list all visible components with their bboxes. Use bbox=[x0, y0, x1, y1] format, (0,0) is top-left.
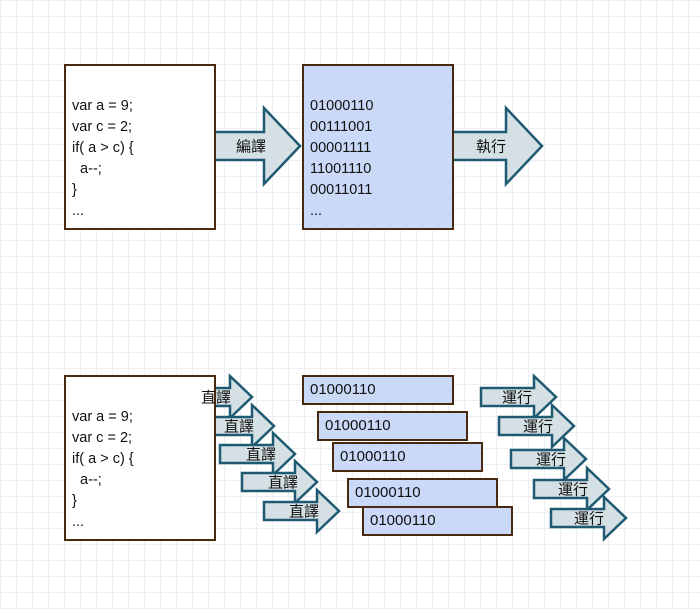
run-arrow bbox=[509, 435, 588, 483]
run-arrow bbox=[549, 494, 628, 542]
compile-arrow-label: 編譯 bbox=[235, 138, 267, 156]
source-code-line: var a = 9; bbox=[72, 409, 133, 425]
run-arrow-label: 運行 bbox=[535, 451, 567, 469]
binary-strip: 01000110 bbox=[362, 506, 513, 536]
interpret-arrow bbox=[262, 487, 341, 535]
source-code-line: if( a > c) { bbox=[72, 140, 134, 156]
binary-line: 00111001 bbox=[310, 119, 373, 135]
execute-arrow-label: 執行 bbox=[475, 138, 507, 156]
binary-line: 11001110 bbox=[310, 161, 372, 177]
source-code-box: var a = 9; var c = 2; if( a > c) { a--; … bbox=[64, 64, 216, 230]
source-code-line: } bbox=[72, 182, 77, 198]
binary-strip: 01000110 bbox=[302, 375, 454, 405]
binary-line: 00011011 bbox=[310, 182, 373, 198]
source-code-line: var c = 2; bbox=[72, 119, 133, 135]
run-arrow-label: 運行 bbox=[557, 481, 589, 499]
run-arrow-label: 運行 bbox=[573, 510, 605, 528]
binary-strip: 01000110 bbox=[347, 478, 498, 508]
source-code-line: } bbox=[72, 493, 77, 509]
interpret-arrow-label: 直譯 bbox=[223, 418, 255, 436]
binary-line: ... bbox=[310, 203, 323, 219]
source-code-line: var c = 2; bbox=[72, 430, 133, 446]
interpret-arrow-label: 直譯 bbox=[267, 474, 299, 492]
interpret-arrow bbox=[218, 430, 297, 478]
interpret-arrow-label: 直譯 bbox=[288, 503, 320, 521]
source-code-line: a--; bbox=[72, 161, 102, 177]
source-code-line: ... bbox=[72, 203, 85, 219]
interpret-arrow-label: 直譯 bbox=[245, 446, 277, 464]
binary-strip: 01000110 bbox=[317, 411, 468, 441]
binary-strip: 01000110 bbox=[332, 442, 483, 472]
source-code-box: var a = 9; var c = 2; if( a > c) { a--; … bbox=[64, 375, 216, 541]
binary-line: 00001111 bbox=[310, 140, 372, 156]
source-code-line: if( a > c) { bbox=[72, 451, 134, 467]
source-code-line: ... bbox=[72, 514, 85, 530]
run-arrow-label: 運行 bbox=[522, 418, 554, 436]
machine-code-box: 01000110 00111001 00001111 11001110 0001… bbox=[302, 64, 454, 230]
source-code-line: a--; bbox=[72, 472, 102, 488]
run-arrow-label: 運行 bbox=[501, 389, 533, 407]
run-arrow bbox=[532, 465, 611, 513]
run-arrow bbox=[479, 373, 558, 421]
binary-line: 01000110 bbox=[310, 98, 374, 114]
source-code-line: var a = 9; bbox=[72, 98, 133, 114]
interpret-arrow-label: 直譯 bbox=[200, 389, 232, 407]
interpret-arrow bbox=[240, 458, 319, 506]
